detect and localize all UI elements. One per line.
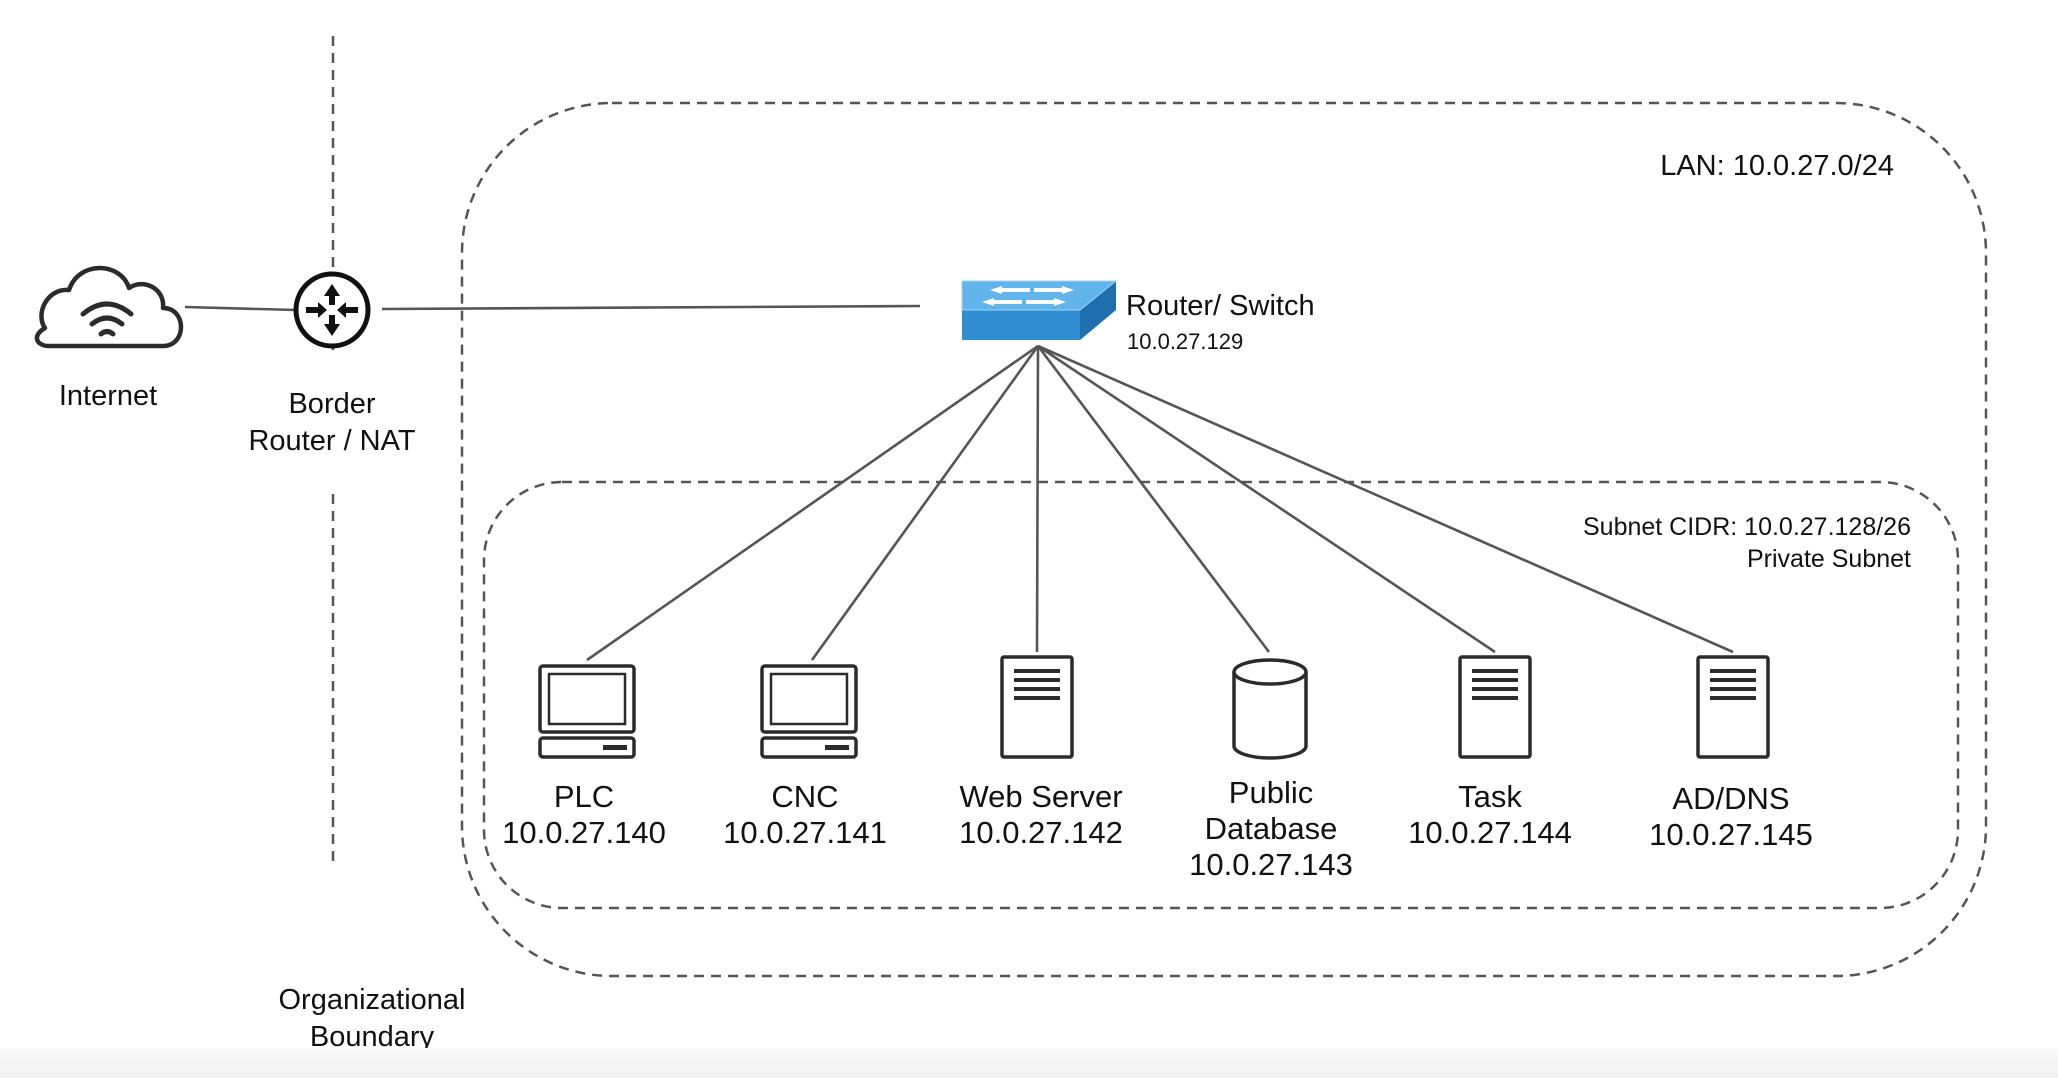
router-icon bbox=[293, 271, 371, 349]
link-public-database bbox=[1036, 345, 1271, 653]
link-plc bbox=[586, 344, 1039, 662]
host-plc-name: PLC bbox=[554, 779, 614, 814]
host-web-server-ip: 10.0.27.142 bbox=[959, 815, 1123, 850]
network-switch-icon bbox=[961, 280, 1118, 340]
workstation-icon bbox=[760, 664, 858, 759]
lan-zone bbox=[460, 101, 1988, 978]
switch-label: Router/ Switch bbox=[1126, 290, 1315, 322]
internet-to-router-link bbox=[184, 305, 297, 312]
router-to-switch-link bbox=[381, 304, 921, 311]
host-web-server-name: Web Server bbox=[959, 779, 1122, 814]
organizational-boundary-label-line1: Organizational bbox=[279, 984, 466, 1016]
link-ad-dns bbox=[1037, 344, 1734, 654]
switch-host-links bbox=[586, 344, 1734, 662]
link-cnc bbox=[810, 345, 1040, 661]
subnet-zone-label-line2: Private Subnet bbox=[1747, 545, 1911, 573]
host-task-ip: 10.0.27.144 bbox=[1408, 815, 1572, 850]
subnet-zone-label-line1: Subnet CIDR: 10.0.27.128/26 bbox=[1583, 513, 1911, 541]
lan-zone-label: LAN: 10.0.27.0/24 bbox=[1660, 150, 1894, 182]
border-router-label-line2: Router / NAT bbox=[248, 425, 415, 457]
host-cnc-name: CNC bbox=[771, 779, 838, 814]
server-icon bbox=[1458, 655, 1532, 759]
organizational-boundary-label-line2: Boundary bbox=[310, 1021, 435, 1053]
host-public-database-name-line1: Public bbox=[1229, 775, 1313, 810]
cloud-wifi-icon bbox=[34, 265, 184, 349]
switch-ip: 10.0.27.129 bbox=[1127, 329, 1243, 354]
host-plc-ip: 10.0.27.140 bbox=[502, 815, 666, 850]
host-ad-dns-ip: 10.0.27.145 bbox=[1649, 817, 1813, 852]
host-ad-dns-name: AD/DNS bbox=[1672, 781, 1789, 816]
link-web-server bbox=[1035, 345, 1040, 653]
server-icon bbox=[1696, 655, 1770, 759]
link-task bbox=[1037, 344, 1496, 654]
host-public-database-name-line2: Database bbox=[1205, 811, 1338, 846]
host-task-name: Task bbox=[1458, 779, 1522, 814]
internet-label: Internet bbox=[59, 380, 157, 412]
border-router-label-line1: Border bbox=[288, 388, 375, 420]
host-cnc-ip: 10.0.27.141 bbox=[723, 815, 887, 850]
host-public-database-ip: 10.0.27.143 bbox=[1189, 847, 1353, 882]
bottom-edge-strip bbox=[0, 1048, 2058, 1078]
server-icon bbox=[1000, 655, 1074, 759]
database-icon bbox=[1232, 658, 1308, 760]
workstation-icon bbox=[538, 664, 636, 759]
subnet-zone bbox=[482, 480, 1960, 910]
